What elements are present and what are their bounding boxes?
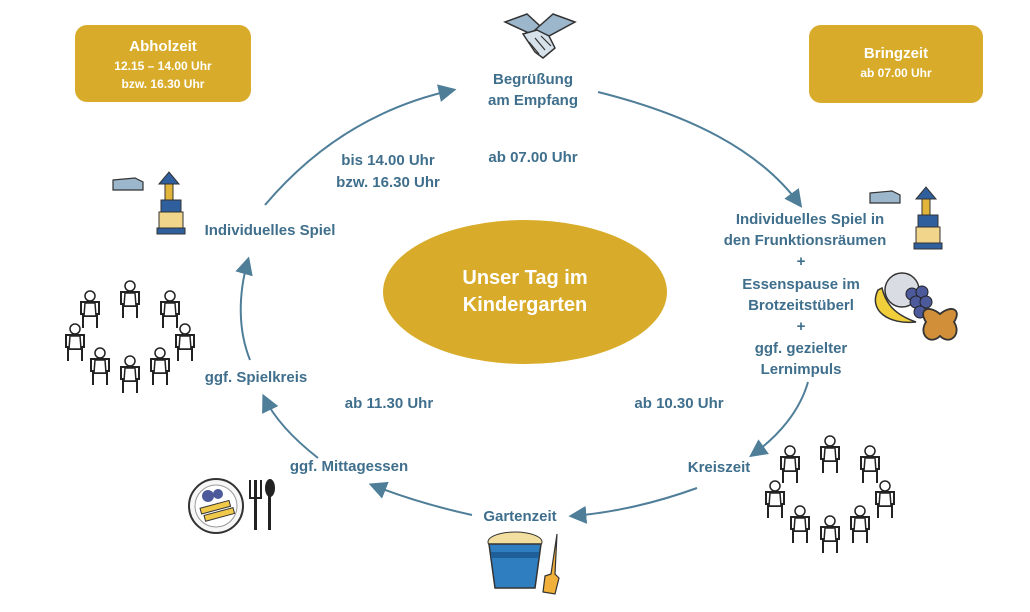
handshake-icon	[503, 13, 577, 59]
time-bis-1400-line1: bis 14.00 Uhr	[341, 152, 435, 169]
step-begruessung-line1: Begrüßung	[493, 71, 573, 88]
abholzeit-title: Abholzeit	[129, 38, 197, 55]
step-spiel-label: Individuelles Spiel	[205, 222, 336, 239]
center-ellipse	[383, 220, 667, 364]
step-spiel-raeume-plus2: +	[797, 318, 806, 335]
bringzeit-title: Bringzeit	[864, 45, 928, 62]
step-mittagessen-label: ggf. Mittagessen	[290, 458, 408, 475]
sand-bucket-icon	[487, 531, 560, 595]
time-ab-0700: ab 07.00 Uhr	[488, 149, 577, 166]
bringzeit-line1: ab 07.00 Uhr	[860, 66, 932, 80]
arrow-gartenzeit-to-mittagessen	[368, 481, 473, 516]
step-spiel-raeume-line2: den Frunktionsräumen	[724, 232, 887, 249]
time-ab-1130: ab 11.30 Uhr	[345, 395, 434, 412]
arrow-kreiszeit-to-gartenzeit	[568, 487, 698, 524]
abholzeit-line1: 12.15 – 14.00 Uhr	[114, 59, 212, 73]
bringzeit-box	[809, 25, 983, 103]
meal-plate-icon	[188, 478, 275, 534]
building-blocks-icon	[112, 171, 186, 235]
building-blocks-icon	[869, 186, 943, 250]
abholzeit-line2: bzw. 16.30 Uhr	[122, 77, 205, 91]
step-kreiszeit-label: Kreiszeit	[688, 459, 751, 476]
center-title-line2: Kindergarten	[463, 294, 587, 316]
step-spielkreis-label: ggf. Spielkreis	[205, 369, 308, 386]
time-ab-1030: ab 10.30 Uhr	[634, 395, 723, 412]
arrow-spielkreis-to-spiel	[235, 256, 253, 361]
circle-of-chairs-icon	[765, 435, 895, 554]
arrow-mittagessen-to-spielkreis	[262, 393, 319, 459]
step-spiel-raeume-line3: Essenspause im	[742, 276, 860, 293]
step-spiel-raeume-line1: Individuelles Spiel in	[736, 211, 884, 228]
step-begruessung-line2: am Empfang	[488, 92, 578, 109]
cycle-arrows	[235, 84, 809, 524]
arrow-spiel-to-begruessung	[264, 84, 457, 206]
fruit-pretzel-icon	[874, 272, 958, 341]
arrow-spiel-to-kreiszeit	[749, 381, 809, 458]
arrow-begruessung-to-spiel	[597, 91, 803, 208]
step-spiel-raeume-line4: Brotzeitstüberl	[748, 297, 854, 314]
step-spiel-raeume-plus1: +	[797, 253, 806, 270]
time-bis-1400-line2: bzw. 16.30 Uhr	[336, 174, 440, 191]
center-title-line1: Unser Tag im	[462, 267, 587, 289]
step-spiel-raeume-line6: Lernimpuls	[761, 361, 842, 378]
step-gartenzeit-label: Gartenzeit	[483, 508, 556, 525]
circle-of-chairs-icon	[65, 280, 195, 394]
step-spiel-raeume-line5: ggf. gezielter	[755, 340, 848, 357]
abholzeit-box	[75, 25, 251, 102]
